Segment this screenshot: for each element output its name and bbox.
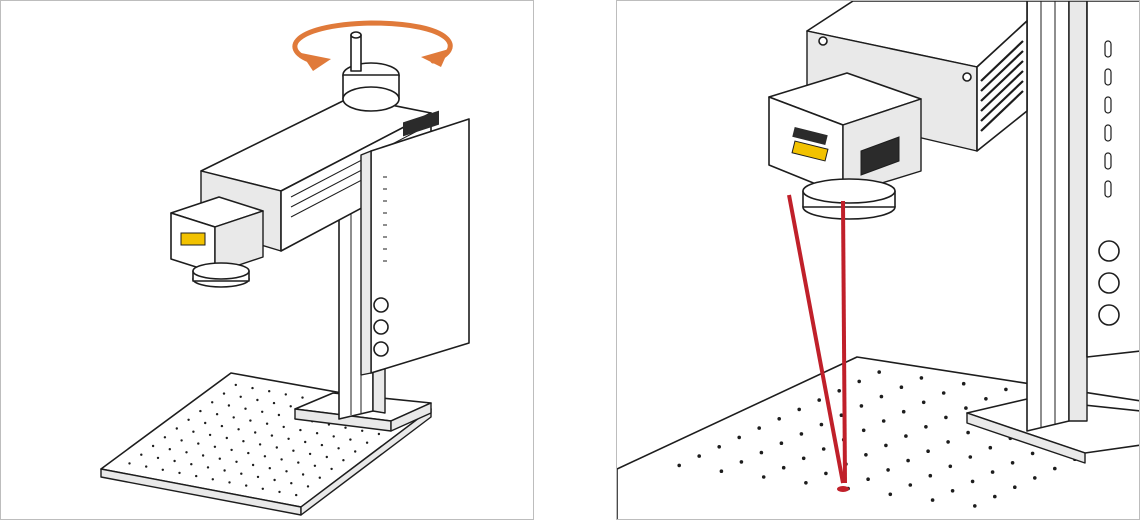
control-box <box>360 110 470 376</box>
rotation-arrow-icon <box>292 20 453 71</box>
laser-head-closeup <box>768 72 922 220</box>
left-panel-machine-illustration <box>0 0 534 520</box>
work-table-closeup <box>617 356 1139 519</box>
laser-focus-drawing <box>617 1 1139 519</box>
column-closeup <box>966 1 1139 464</box>
right-panel-laser-focus-illustration <box>616 0 1140 520</box>
laser-beam <box>787 194 849 492</box>
laser-head <box>170 196 264 288</box>
rotation-knob <box>342 31 400 112</box>
machine-drawing <box>100 20 470 516</box>
